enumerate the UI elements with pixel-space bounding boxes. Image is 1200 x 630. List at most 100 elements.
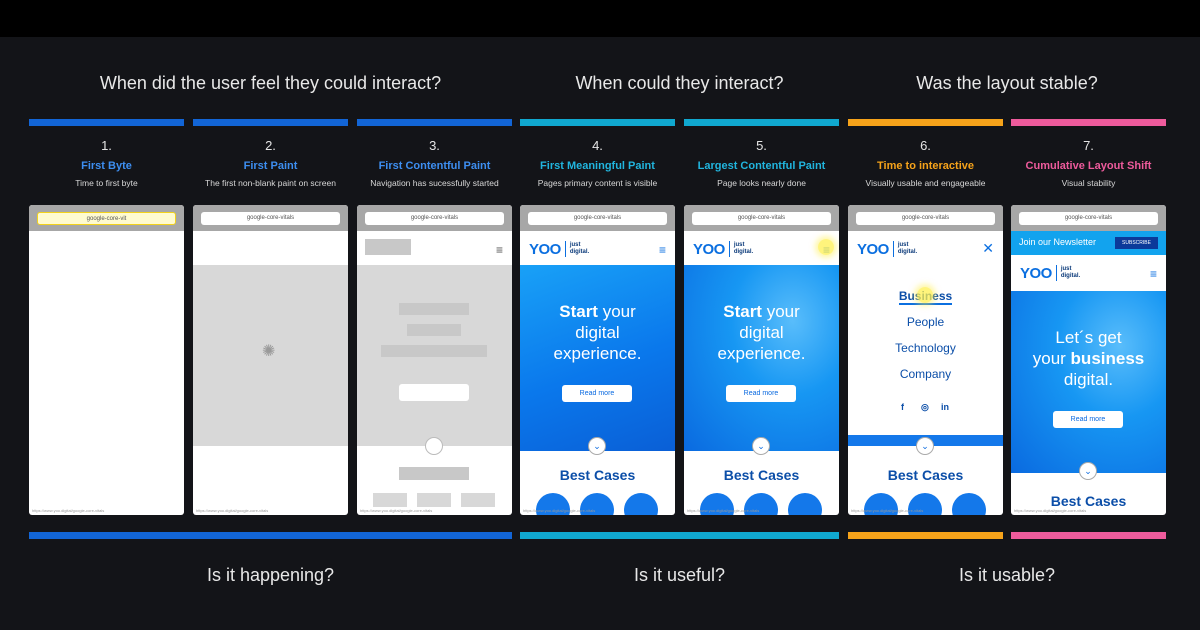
step-number: 2.	[265, 138, 276, 153]
bottom-bar-usable-2	[1011, 532, 1166, 539]
hero-section: Start your digital experience. Read more	[684, 265, 839, 451]
card-placeholder	[461, 493, 495, 507]
url-field[interactable]: google-core-vitals	[856, 212, 995, 225]
linkedin-icon[interactable]: in	[941, 402, 949, 412]
hamburger-icon[interactable]: ≡	[1149, 267, 1157, 281]
read-more-button[interactable]: Read more	[726, 385, 796, 402]
tagline-line-2: digital.	[897, 249, 918, 255]
hero-bold: business	[1070, 349, 1145, 368]
browser-bar: google-core-vit	[29, 205, 184, 231]
footer-url: https://www.yoo.digital/google-core-vita…	[1014, 508, 1087, 513]
case-circle[interactable]	[952, 493, 986, 515]
hero-bold: Start	[559, 302, 598, 321]
chevron-down-icon[interactable]: ⌄	[588, 437, 606, 455]
logo-text: YOO	[857, 240, 889, 258]
url-field[interactable]: google-core-vitals	[1019, 212, 1158, 225]
instagram-icon[interactable]: ◎	[921, 402, 929, 412]
question-perceived-interaction: When did the user feel they could intera…	[99, 73, 442, 93]
phone-first-byte: google-core-vit https://www.yoo.digital/…	[29, 205, 184, 515]
step-name: First Meaningful Paint	[540, 160, 655, 172]
footer-url: https://www.yoo.digital/google-core-vita…	[196, 508, 269, 513]
step-number: 3.	[429, 138, 440, 153]
tagline-line-2: digital.	[569, 249, 590, 255]
grey-placeholder	[193, 265, 348, 446]
case-circle[interactable]	[788, 493, 822, 515]
tap-indicator	[818, 239, 834, 255]
best-cases-heading: Best Cases	[887, 467, 964, 483]
chevron-down-icon[interactable]: ⌄	[1079, 462, 1097, 480]
case-circle[interactable]	[744, 493, 778, 515]
card-placeholder	[373, 493, 407, 507]
case-circle[interactable]	[864, 493, 898, 515]
hero-pre: your	[1032, 349, 1071, 368]
step-desc: Navigation has sucessfully started	[370, 178, 499, 188]
step-desc: The first non-blank paint on screen	[205, 178, 336, 188]
tagline-line-1: just	[1060, 266, 1072, 272]
top-black-band	[0, 0, 1200, 37]
menu-icon: ≡	[495, 243, 503, 257]
chevron-down-icon[interactable]: ⌄	[752, 437, 770, 455]
menu-item-people[interactable]: People	[906, 315, 945, 329]
chevron-placeholder	[425, 437, 443, 455]
hero-rest: your	[761, 302, 800, 321]
hamburger-icon[interactable]: ≡	[658, 243, 666, 257]
footer-url: https://www.yoo.digital/google-core-vita…	[687, 508, 760, 513]
hero-section: Let´s get your business digital. Read mo…	[1011, 291, 1166, 473]
text-placeholder	[381, 345, 487, 357]
hero-line-2: your business	[1011, 348, 1166, 369]
top-bar-1	[29, 119, 184, 126]
url-field[interactable]: google-core-vit	[37, 212, 176, 225]
text-placeholder	[407, 324, 461, 336]
logo-placeholder	[365, 239, 411, 255]
read-more-button[interactable]: Read more	[1053, 411, 1123, 428]
menu-item-company[interactable]: Company	[899, 367, 952, 381]
step-name: First Byte	[81, 160, 132, 172]
case-circle[interactable]	[580, 493, 614, 515]
hero-rest: your	[597, 302, 636, 321]
close-icon[interactable]: ✕	[982, 240, 994, 256]
top-bar-2	[193, 119, 348, 126]
logo-divider	[1055, 265, 1057, 281]
question-could-interact: When could they interact?	[575, 73, 784, 93]
label-is-it-happening: Is it happening?	[206, 565, 335, 585]
tagline-line-2: digital.	[733, 249, 754, 255]
footer-url: https://www.yoo.digital/google-core-vita…	[32, 508, 105, 513]
facebook-icon[interactable]: f	[901, 402, 904, 412]
hero-line-3: experience.	[553, 344, 642, 363]
phone-first-paint: google-core-vitals ✺ https://www.yoo.dig…	[193, 205, 348, 515]
best-cases-heading: Best Cases	[1050, 493, 1127, 509]
card-placeholder	[417, 493, 451, 507]
step-name: First Paint	[243, 160, 298, 172]
case-circle[interactable]	[908, 493, 942, 515]
step-desc: Visually usable and engageable	[865, 178, 986, 188]
question-layout-stable: Was the layout stable?	[916, 73, 1098, 93]
url-field[interactable]: google-core-vitals	[692, 212, 831, 225]
tagline-line-1: just	[897, 242, 909, 248]
case-circle[interactable]	[700, 493, 734, 515]
case-circle[interactable]	[536, 493, 570, 515]
label-is-it-usable: Is it usable?	[958, 565, 1056, 585]
hero-line-1: Start your	[684, 301, 839, 322]
url-field[interactable]: google-core-vitals	[201, 212, 340, 225]
browser-bar: google-core-vitals	[684, 205, 839, 231]
step-number: 6.	[920, 138, 931, 153]
step-number: 7.	[1083, 138, 1094, 153]
browser-bar: google-core-vitals	[848, 205, 1003, 231]
subscribe-button[interactable]: SUBSCRIBE	[1115, 237, 1158, 249]
step-6: 6. Time to interactive Visually usable a…	[848, 138, 1003, 188]
chevron-down-icon[interactable]: ⌄	[916, 437, 934, 455]
button-placeholder	[399, 384, 469, 401]
top-bar-4	[520, 119, 675, 126]
url-field[interactable]: google-core-vitals	[528, 212, 667, 225]
read-more-button[interactable]: Read more	[562, 385, 632, 402]
menu-item-technology[interactable]: Technology	[895, 341, 956, 355]
case-circle[interactable]	[624, 493, 658, 515]
url-field[interactable]: google-core-vitals	[365, 212, 504, 225]
tagline-line-1: just	[569, 242, 581, 248]
